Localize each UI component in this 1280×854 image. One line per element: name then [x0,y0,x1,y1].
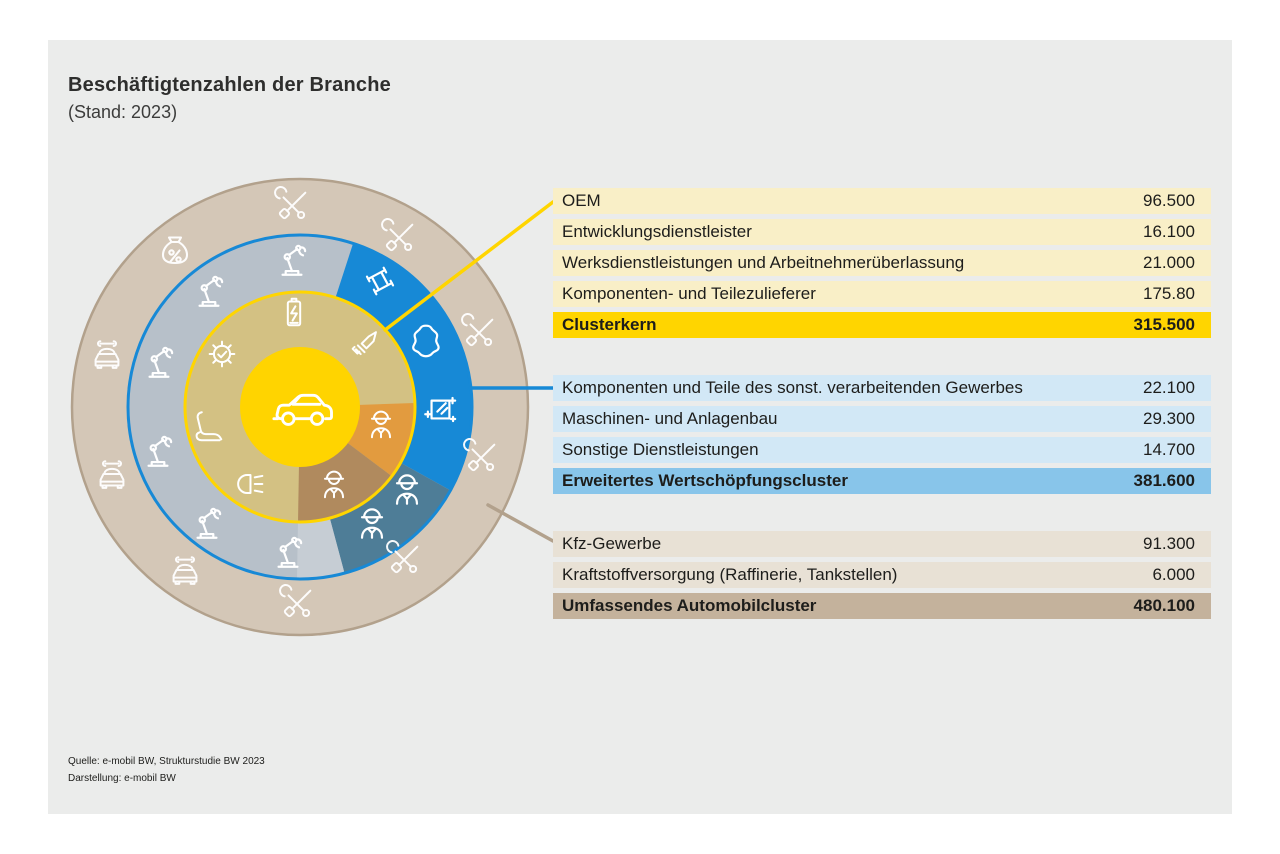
row-label: OEM [562,191,601,210]
table-row: Kfz-Gewerbe 91.300 [553,531,1211,557]
total-value: 480.100 [1133,596,1195,615]
total-label: Clusterkern [562,315,657,334]
row-label: Werksdienstleistungen und Arbeitnehmerüb… [562,253,965,272]
row-value: 6.000 [1152,565,1195,584]
table-row: Komponenten- und Teilezulieferer 175.80 [553,281,1211,307]
row-value: 21.000 [1143,253,1195,272]
row-label: Maschinen- und Anlagenbau [562,409,778,428]
row-value: 22.100 [1143,378,1195,397]
total-label: Erweitertes Wertschöpfungscluster [562,471,848,490]
table-row: Werksdienstleistungen und Arbeitnehmerüb… [553,250,1211,276]
table-row: Sonstige Dienstleistungen 14.700 [553,437,1211,463]
automobilcluster-table: Kfz-Gewerbe 91.300 Kraftstoffversorgung … [553,531,1211,624]
table-total-row: Erweitertes Wertschöpfungscluster 381.60… [553,468,1211,494]
total-value: 381.600 [1133,471,1195,490]
row-value: 91.300 [1143,534,1195,553]
table-row: Kraftstoffversorgung (Raffinerie, Tankst… [553,562,1211,588]
row-label: Komponenten und Teile des sonst. verarbe… [562,378,1023,397]
table-total-row: Clusterkern 315.500 [553,312,1211,338]
row-value: 16.100 [1143,222,1195,241]
source-line: Quelle: e-mobil BW, Strukturstudie BW 20… [68,756,265,767]
row-label: Komponenten- und Teilezulieferer [562,284,816,303]
row-label: Kraftstoffversorgung (Raffinerie, Tankst… [562,565,898,584]
total-label: Umfassendes Automobilcluster [562,596,817,615]
table-row: Entwicklungsdienstleister 16.100 [553,219,1211,245]
table-row: Komponenten und Teile des sonst. verarbe… [553,375,1211,401]
row-value: 29.300 [1143,409,1195,428]
chart-subtitle: (Stand: 2023) [68,102,178,122]
table-total-row: Umfassendes Automobilcluster 480.100 [553,593,1211,619]
clusterkern-table: OEM 96.500 Entwicklungsdienstleister 16.… [553,188,1211,343]
row-value: 175.80 [1143,284,1195,303]
row-label: Sonstige Dienstleistungen [562,440,759,459]
credit-line: Darstellung: e-mobil BW [68,773,176,784]
row-label: Entwicklungsdienstleister [562,222,752,241]
chart-title: Beschäftigtenzahlen der Branche [68,74,391,96]
table-row: OEM 96.500 [553,188,1211,214]
row-value: 96.500 [1143,191,1195,210]
row-label: Kfz-Gewerbe [562,534,662,553]
total-value: 315.500 [1133,315,1195,334]
row-value: 14.700 [1143,440,1195,459]
wertschoepfungscluster-table: Komponenten und Teile des sonst. verarbe… [553,375,1211,499]
table-row: Maschinen- und Anlagenbau 29.300 [553,406,1211,432]
source-note: Quelle: e-mobil BW, Strukturstudie BW 20… [68,753,265,787]
